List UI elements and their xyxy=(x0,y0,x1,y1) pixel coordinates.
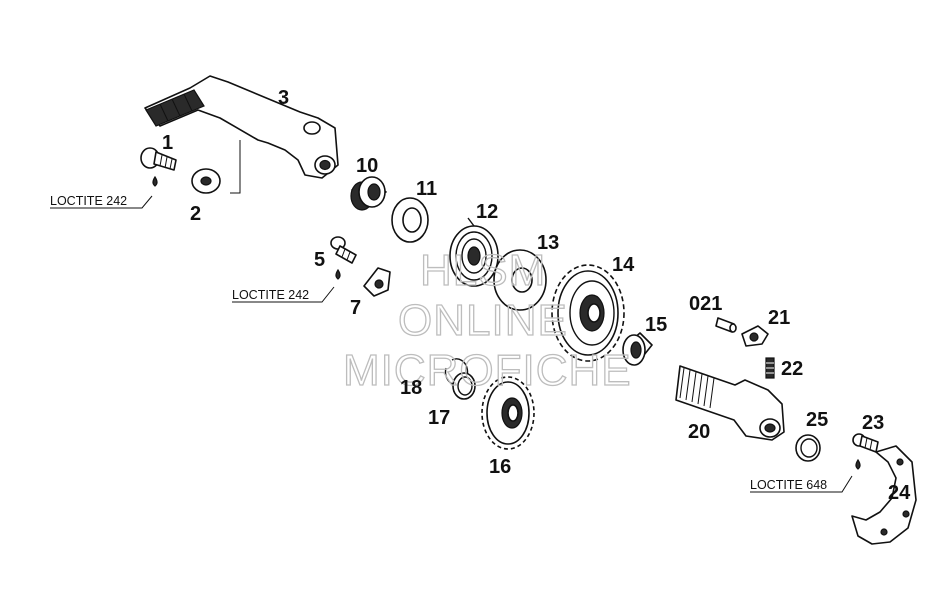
part-label-10: 10 xyxy=(356,155,378,177)
part-kick-lever xyxy=(144,75,339,194)
loctite-callout-3: LOCTITE 648 xyxy=(750,478,827,492)
part-spring-22 xyxy=(765,357,775,379)
part-label-24: 24 xyxy=(888,482,911,504)
part-pawl-21 xyxy=(741,325,769,347)
watermark-line-2: ONLINE xyxy=(398,296,568,345)
part-screw-1 xyxy=(140,147,177,187)
part-label-20: 20 xyxy=(688,421,710,443)
part-seal-11 xyxy=(391,197,429,243)
watermark: HLSM ONLINE MICROFICHE xyxy=(342,245,632,395)
part-label-7: 7 xyxy=(350,297,361,319)
loctite-callout-1: LOCTITE 242 xyxy=(50,194,127,208)
part-bushing-10 xyxy=(350,176,387,211)
part-label-14: 14 xyxy=(612,254,635,276)
part-washer-13 xyxy=(493,249,547,311)
part-label-15: 15 xyxy=(645,314,667,336)
part-washer-17 xyxy=(452,372,476,400)
part-label-021: 021 xyxy=(689,293,722,315)
part-label-25: 25 xyxy=(806,409,828,431)
part-washer-2 xyxy=(191,168,221,194)
part-washer-25 xyxy=(795,434,821,462)
part-bearing-15 xyxy=(622,332,653,366)
part-label-18: 18 xyxy=(400,377,422,399)
part-gear-16 xyxy=(481,376,535,450)
part-label-17: 17 xyxy=(428,407,450,429)
watermark-line-3: MICROFICHE xyxy=(343,346,632,395)
watermark-line-1: HLSM xyxy=(420,246,546,295)
part-pin-021 xyxy=(715,317,737,333)
part-label-1: 1 xyxy=(162,132,173,154)
part-bolt-5 xyxy=(330,236,357,280)
part-label-2: 2 xyxy=(190,203,201,225)
part-label-5: 5 xyxy=(314,249,325,271)
part-gear-14 xyxy=(551,264,625,362)
part-label-13: 13 xyxy=(537,232,559,254)
loctite-callout-2: LOCTITE 242 xyxy=(232,288,309,302)
part-spring-12 xyxy=(449,217,499,287)
part-label-16: 16 xyxy=(489,456,511,478)
part-bracket-7 xyxy=(363,267,391,297)
part-screw-23 xyxy=(852,433,879,470)
callout-leaders xyxy=(50,195,853,493)
part-guide-plate-24 xyxy=(851,445,917,545)
part-label-23: 23 xyxy=(862,412,884,434)
part-shaft-20 xyxy=(675,365,785,441)
part-label-11: 11 xyxy=(416,178,437,200)
part-label-12: 12 xyxy=(476,201,498,223)
part-label-21: 21 xyxy=(768,307,790,329)
part-label-22: 22 xyxy=(781,358,803,380)
part-label-3: 3 xyxy=(278,87,289,109)
